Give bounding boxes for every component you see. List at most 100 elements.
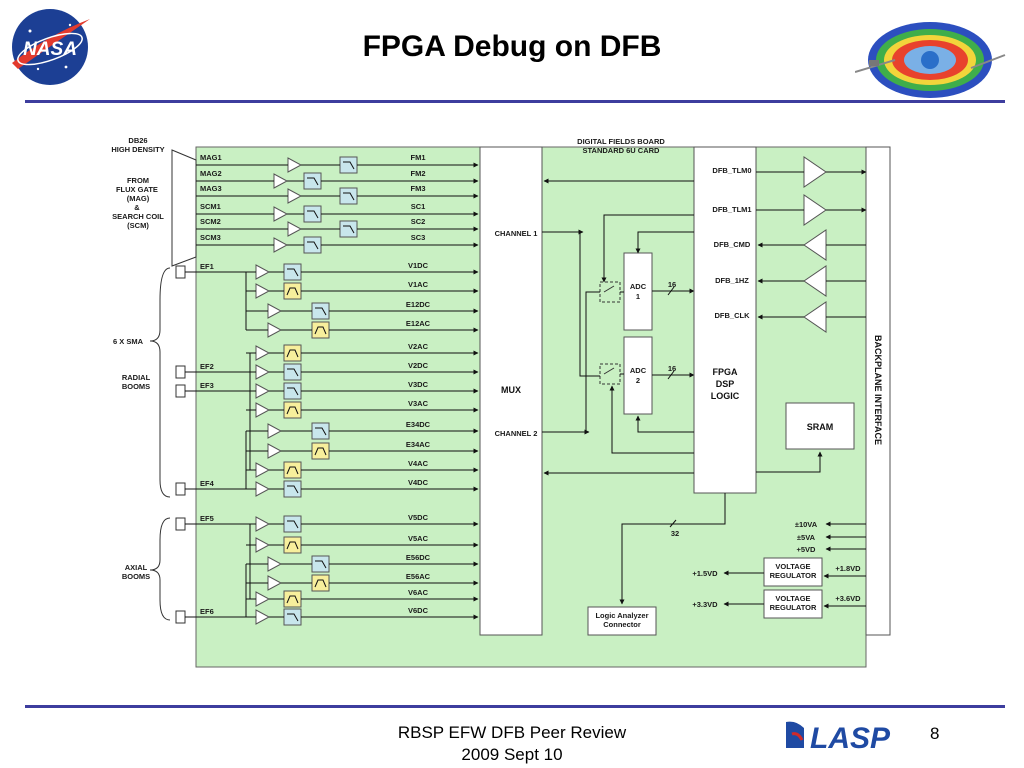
mux-label: MUX: [501, 385, 521, 395]
ef-output-label-10: E34AC: [406, 440, 431, 449]
ef-output-label-14: V5AC: [408, 534, 429, 543]
reg1-out-label: +1.5VD: [692, 569, 718, 578]
ef-input-label-2: EF2: [200, 362, 214, 371]
reg1-in-label: +1.8VD: [835, 564, 861, 573]
bus32-label: 32: [671, 529, 679, 538]
lowpass-filter-3: [311, 302, 330, 320]
sma-connector-4: [175, 482, 186, 496]
mag-input-label-4: SCM1: [200, 202, 221, 211]
header-rule: [25, 100, 1005, 103]
mag-lowpass-filter-5: [339, 220, 358, 238]
sma-connector-3: [175, 384, 186, 398]
axial-brace: [149, 517, 171, 621]
bandpass-filter-10: [311, 442, 330, 460]
dfb-cmd-label: DFB_CMD: [714, 240, 751, 249]
footer-line1: RBSP EFW DFB Peer Review: [397, 723, 627, 742]
lowpass-filter-7: [283, 382, 302, 400]
mag-lowpass-filter-2: [303, 172, 322, 190]
mag-output-label-5: SC2: [411, 217, 426, 226]
lowpass-filter-1: [283, 263, 302, 281]
ef-output-label-9: E34DC: [406, 420, 431, 429]
mag-lowpass-filter-3: [339, 187, 358, 205]
channel2-label: CHANNEL 2: [495, 429, 538, 438]
adc2-bits-label: 16: [668, 364, 676, 373]
lasp-logo: LASP: [784, 718, 924, 755]
mag-output-label-3: FM3: [411, 184, 426, 193]
sma-label: 6 X SMA: [113, 337, 144, 346]
sma-connector-6: [175, 610, 186, 624]
mag-input-label-6: SCM3: [200, 233, 221, 242]
sram-label: SRAM: [807, 422, 834, 432]
lowpass-filter-9: [311, 422, 330, 440]
mag-input-label-3: MAG3: [200, 184, 222, 193]
mag-lowpass-filter-1: [339, 156, 358, 174]
nasa-logo: NASA: [8, 5, 92, 89]
bandpass-filter-2: [283, 282, 302, 300]
bandpass-filter-5: [283, 344, 302, 362]
ef-input-label-6: EF6: [200, 607, 214, 616]
reg2-in-label: +3.6VD: [835, 594, 861, 603]
mag-input-label-5: SCM2: [200, 217, 221, 226]
bandpass-filter-11: [283, 461, 302, 479]
ef-output-label-8: V3AC: [408, 399, 429, 408]
backplane-block: [865, 146, 891, 636]
ef-output-label-5: V2AC: [408, 342, 429, 351]
ef-output-label-4: E12AC: [406, 319, 431, 328]
db26-connector: [171, 149, 197, 267]
footer-line2: 2009 Sept 10: [461, 745, 563, 764]
ef-output-label-18: V6DC: [408, 606, 429, 615]
dfb-clk-label: DFB_CLK: [715, 311, 751, 320]
bandpass-filter-16: [311, 574, 330, 592]
mag-lowpass-filter-4: [303, 205, 322, 223]
lasp-logo-text: LASP: [810, 722, 891, 752]
footer-rule: [25, 705, 1005, 708]
mag-lowpass-filter-6: [303, 236, 322, 254]
ef-input-label-1: EF1: [200, 262, 214, 271]
ef-output-label-16: E56AC: [406, 572, 431, 581]
sma-connector-1: [175, 265, 186, 279]
power-10va-label: ±10VA: [795, 520, 818, 529]
ef-output-label-7: V3DC: [408, 380, 429, 389]
bandpass-filter-8: [283, 401, 302, 419]
radiation-belts-image: [854, 10, 1015, 100]
mag-input-label-1: MAG1: [200, 153, 222, 162]
ef-output-label-2: V1AC: [408, 280, 429, 289]
power-5va-label: ±5VA: [797, 533, 816, 542]
lowpass-filter-12: [283, 480, 302, 498]
ef-output-label-1: V1DC: [408, 261, 429, 270]
logic-analyzer-block: [587, 606, 657, 636]
lowpass-filter-6: [283, 363, 302, 381]
dfb-1hz-label: DFB_1HZ: [715, 276, 749, 285]
dfb-tlm1-label: DFB_TLM1: [712, 205, 751, 214]
sma-connector-2: [175, 365, 186, 379]
mag-input-label-2: MAG2: [200, 169, 222, 178]
ef-input-label-4: EF4: [200, 479, 215, 488]
ef-output-label-13: V5DC: [408, 513, 429, 522]
channel1-label: CHANNEL 1: [495, 229, 538, 238]
ef-output-label-15: E56DC: [406, 553, 431, 562]
power-5vd-label: +5VD: [797, 545, 817, 554]
ef-output-label-17: V6AC: [408, 588, 429, 597]
lowpass-filter-15: [311, 555, 330, 573]
ef-input-label-5: EF5: [200, 514, 214, 523]
backplane-label: BACKPLANE INTERFACE: [873, 335, 883, 445]
ef-output-label-11: V4AC: [408, 459, 429, 468]
bandpass-filter-17: [283, 590, 302, 608]
mux-block: [479, 146, 543, 636]
bandpass-filter-14: [283, 536, 302, 554]
page-title: FPGA Debug on DFB: [362, 30, 662, 63]
lowpass-filter-13: [283, 515, 302, 533]
bandpass-filter-4: [311, 321, 330, 339]
voltage-regulator-1: [763, 557, 823, 587]
ef-signal-rows: V1DCV1ACE12DCE12ACV2ACV2DCV3DCV3ACE34DCE…: [175, 261, 479, 626]
ef-output-label-6: V2DC: [408, 361, 429, 370]
